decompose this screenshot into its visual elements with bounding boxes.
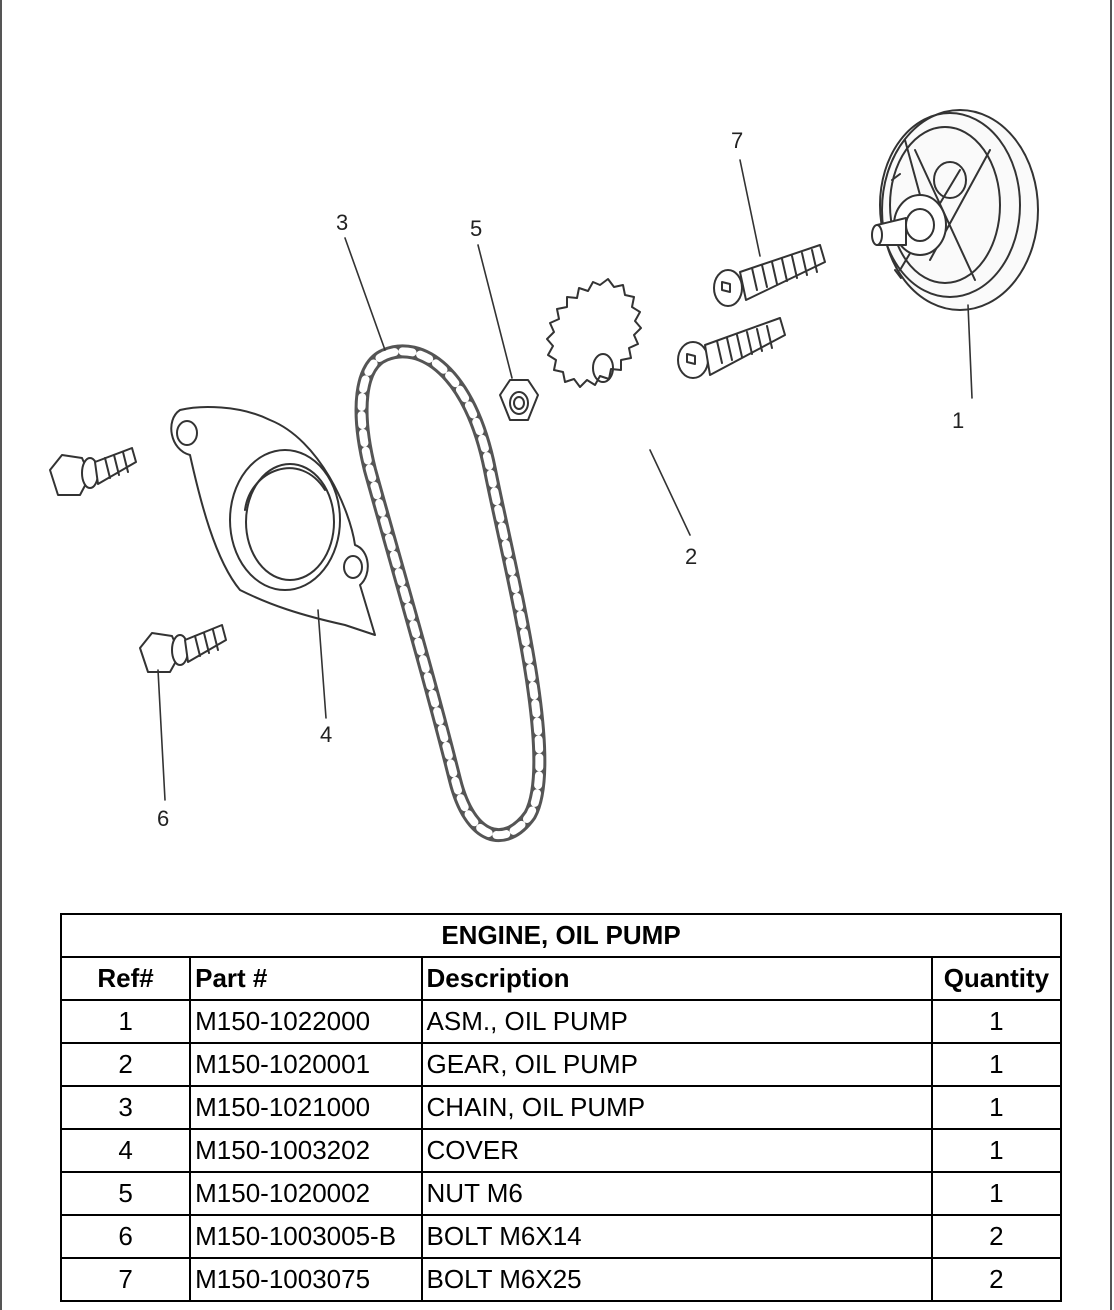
header-quantity: Quantity — [930, 956, 1063, 1001]
header-description: Description — [420, 956, 933, 1001]
table-title-row: ENGINE, OIL PUMP — [60, 913, 1062, 958]
header-ref: Ref# — [59, 956, 192, 1001]
table-row: 7 M150-1003075 BOLT M6X25 2 — [59, 1257, 1063, 1302]
bolt-m6x14-lower-drawing — [139, 624, 227, 673]
table-row: 3 M150-1021000 CHAIN, OIL PUMP 1 — [59, 1085, 1063, 1130]
table-title: ENGINE, OIL PUMP — [60, 913, 1062, 958]
cell-description: ASM., OIL PUMP — [420, 999, 933, 1044]
callout-2: 2 — [685, 544, 697, 569]
cell-quantity: 1 — [930, 1128, 1063, 1173]
callout-5: 5 — [470, 216, 482, 241]
parts-table: ENGINE, OIL PUMP Ref# Part # Description… — [59, 913, 1063, 1302]
table-row: 6 M150-1003005-B BOLT M6X14 2 — [59, 1214, 1063, 1259]
header-part: Part # — [189, 956, 423, 1001]
cell-quantity: 1 — [930, 1085, 1063, 1130]
oil-pump-chain-drawing — [354, 344, 547, 842]
bolt-m6x25-upper-drawing — [713, 244, 826, 307]
cell-quantity: 2 — [930, 1214, 1063, 1259]
table-row: 5 M150-1020002 NUT M6 1 — [59, 1171, 1063, 1216]
cell-part: M150-1003202 — [189, 1128, 423, 1173]
table-row: 4 M150-1003202 COVER 1 — [59, 1128, 1063, 1173]
bolt-m6x25-lower-drawing — [677, 317, 786, 379]
cell-ref: 5 — [59, 1171, 192, 1216]
cell-ref: 3 — [59, 1085, 192, 1130]
cell-part: M150-1022000 — [189, 999, 423, 1044]
leader-lines — [157, 159, 973, 801]
callout-6: 6 — [157, 806, 169, 831]
cell-ref: 1 — [59, 999, 192, 1044]
cell-description: CHAIN, OIL PUMP — [420, 1085, 933, 1130]
cell-quantity: 2 — [930, 1257, 1063, 1302]
exploded-parts-diagram: 1 2 3 4 5 6 7 — [49, 109, 1039, 842]
callout-4: 4 — [320, 722, 332, 747]
callout-3: 3 — [336, 210, 348, 235]
cell-quantity: 1 — [930, 1042, 1063, 1087]
cell-description: COVER — [420, 1128, 933, 1173]
cell-description: GEAR, OIL PUMP — [420, 1042, 933, 1087]
nut-m6-drawing — [499, 379, 539, 421]
table-row: 1 M150-1022000 ASM., OIL PUMP 1 — [59, 999, 1063, 1044]
table-row: 2 M150-1020001 GEAR, OIL PUMP 1 — [59, 1042, 1063, 1087]
cell-description: BOLT M6X25 — [420, 1257, 933, 1302]
cell-part: M150-1020001 — [189, 1042, 423, 1087]
cell-ref: 6 — [59, 1214, 192, 1259]
cell-ref: 4 — [59, 1128, 192, 1173]
oil-pump-gear-drawing — [546, 278, 642, 388]
cell-part: M150-1003005-B — [189, 1214, 423, 1259]
cell-description: BOLT M6X14 — [420, 1214, 933, 1259]
cell-quantity: 1 — [930, 1171, 1063, 1216]
cell-part: M150-1021000 — [189, 1085, 423, 1130]
cell-description: NUT M6 — [420, 1171, 933, 1216]
cell-part: M150-1020002 — [189, 1171, 423, 1216]
oil-pump-assembly-drawing — [871, 109, 1039, 311]
bolt-m6x14-upper-drawing — [49, 447, 137, 496]
cell-ref: 2 — [59, 1042, 192, 1087]
cell-part: M150-1003075 — [189, 1257, 423, 1302]
cover-drawing — [170, 406, 376, 636]
callout-7: 7 — [731, 128, 743, 153]
cell-quantity: 1 — [930, 999, 1063, 1044]
cell-ref: 7 — [59, 1257, 192, 1302]
table-header-row: Ref# Part # Description Quantity — [59, 956, 1063, 1001]
callout-1: 1 — [952, 408, 964, 433]
